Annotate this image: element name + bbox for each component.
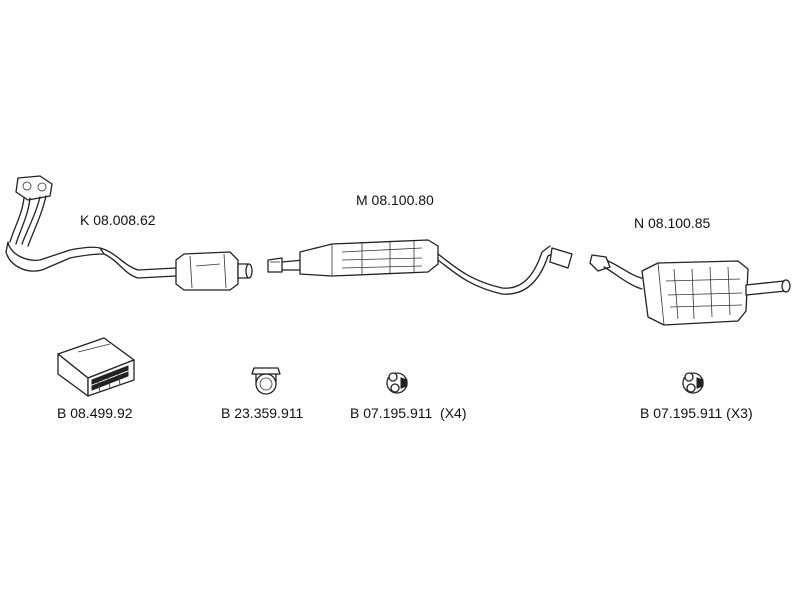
middle-silencer-code-label: M 08.100.80 [356,192,434,208]
clamp-drawing [248,362,284,398]
rear-silencer-code-label: N 08.100.85 [634,215,711,231]
rubber-hanger-middle-code: B 07.195.911 [350,405,433,421]
middle-silencer-drawing [262,230,592,300]
front-pipe-catalyst-drawing [0,170,260,300]
rubber-hanger-rear-qty: (X3) [726,405,753,421]
rubber-hanger-rear-code-label: B 07.195.911 (X3) [640,405,753,421]
rubber-hanger-rear-drawing [679,368,707,398]
clamp-code-label: B 23.359.911 [221,405,304,421]
rubber-hanger-middle-qty: (X4) [440,405,467,421]
rubber-hanger-middle-drawing [383,368,411,398]
rear-silencer-drawing [588,245,800,335]
rubber-hanger-middle-code-label: B 07.195.911 (X4) [350,405,467,421]
rubber-hanger-rear-code: B 07.195.911 [640,405,723,421]
mounting-kit-code-label: B 08.499.92 [57,405,133,421]
front-pipe-code-label: K 08.008.62 [80,212,156,228]
mounting-kit-drawing [50,330,140,400]
